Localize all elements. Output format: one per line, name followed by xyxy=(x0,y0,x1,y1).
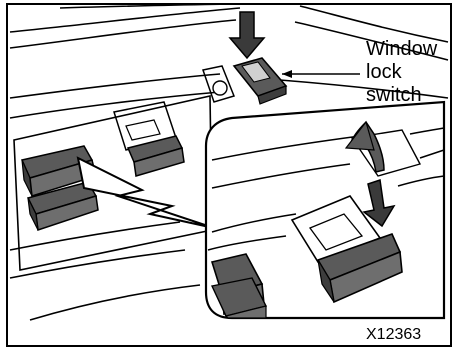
callout-label-line2: lock xyxy=(366,61,403,83)
callout-label-line1: Window xyxy=(366,38,438,60)
inset-detail xyxy=(206,102,444,318)
callout-label-line3: switch xyxy=(366,84,422,106)
figure-code: X12363 xyxy=(366,326,421,343)
